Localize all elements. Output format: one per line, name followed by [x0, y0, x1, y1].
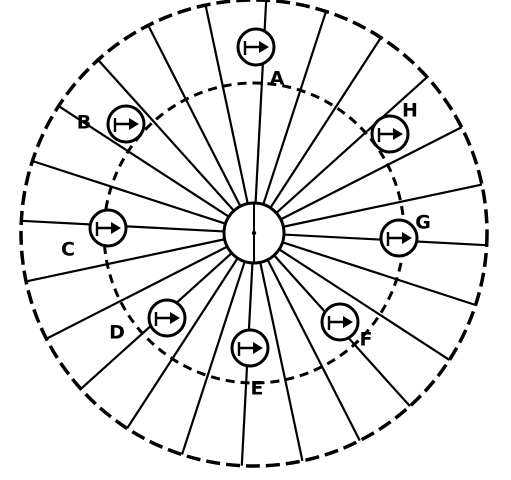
field-line	[259, 262, 304, 462]
compass-arrow-icon	[379, 218, 419, 258]
hub-center-dot	[251, 230, 257, 236]
compass-arrow-icon	[88, 208, 128, 248]
compass-label: H	[402, 100, 418, 122]
field-line	[278, 248, 451, 361]
compass-g: G	[379, 212, 431, 258]
field-line	[147, 24, 242, 207]
compass-label: C	[61, 239, 75, 261]
field-line	[275, 76, 428, 214]
compass-label: G	[415, 212, 431, 234]
field-line	[280, 126, 463, 221]
compass-arrow-icon	[370, 114, 410, 154]
compass-e: E	[230, 328, 270, 400]
compass-arrow-icon	[236, 27, 276, 67]
field-line	[204, 4, 249, 204]
compass-arrow-icon	[147, 298, 187, 338]
field-line	[282, 241, 476, 307]
field-line	[57, 105, 230, 218]
compass-h: H	[370, 100, 418, 154]
compass-arrow-icon	[106, 104, 146, 144]
field-line	[126, 257, 239, 430]
field-line	[25, 238, 225, 283]
field-line	[180, 261, 246, 455]
field-line	[269, 36, 382, 209]
outer-dashed-boundary	[19, 0, 489, 468]
compass-set: A B C D E F G H	[61, 27, 431, 400]
compass-label: B	[77, 112, 91, 134]
compass-c: C	[61, 208, 128, 261]
compass-arrow-icon	[320, 302, 360, 342]
field-line	[266, 259, 361, 442]
field-line	[262, 11, 328, 205]
field-line	[32, 159, 226, 225]
compass-f: F	[320, 302, 373, 351]
central-hub-icon	[222, 201, 286, 265]
field-line	[283, 183, 483, 228]
field-line	[45, 245, 228, 340]
compass-b: B	[77, 104, 146, 144]
compass-label: F	[360, 329, 373, 351]
compass-d: D	[109, 298, 187, 344]
compass-label: E	[251, 378, 264, 400]
compass-label: D	[109, 322, 125, 344]
compass-a: A	[236, 27, 285, 90]
field-line	[97, 59, 235, 212]
compass-label: A	[270, 68, 285, 90]
compass-arrow-icon	[230, 328, 270, 368]
